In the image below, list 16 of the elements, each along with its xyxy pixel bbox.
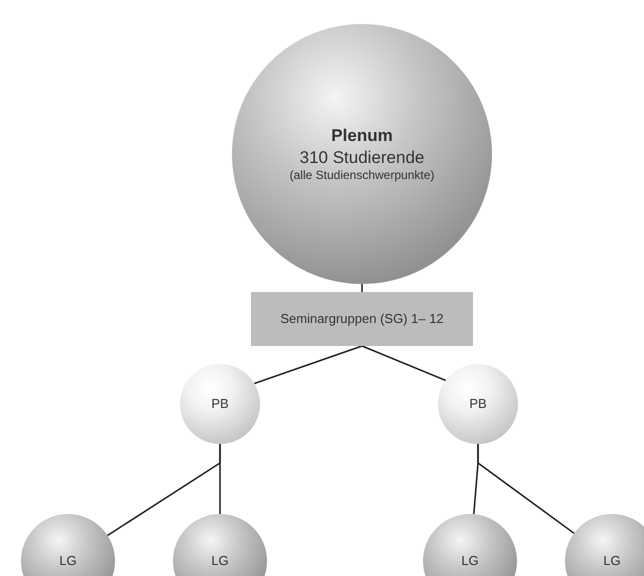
node-text: Plenum [331, 125, 393, 146]
node-text: (alle Studienschwerpunkte) [290, 168, 434, 183]
node-text: LG [211, 552, 229, 570]
connector-line [219, 444, 221, 514]
connector-line [361, 284, 363, 292]
group-box [251, 292, 473, 346]
connector-line [362, 345, 446, 382]
connector-line [477, 444, 575, 534]
node-text: PB [211, 396, 229, 412]
node-text: LG [461, 552, 479, 570]
node-text: LG [59, 552, 77, 570]
node-text: PB [469, 396, 487, 412]
connector-line [254, 345, 362, 384]
node-text: 310 Studierende [300, 146, 424, 168]
node-text: LG [603, 552, 621, 570]
node-text: Seminargruppen (SG) 1– 12 [280, 310, 444, 328]
